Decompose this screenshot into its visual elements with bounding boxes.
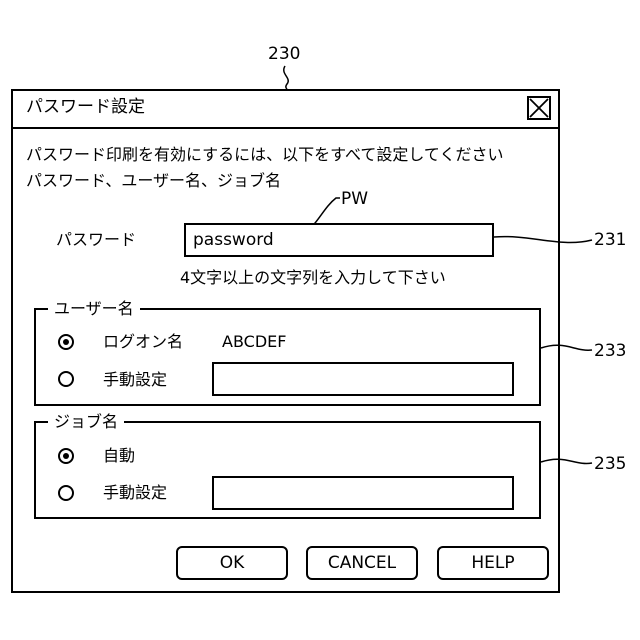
cancel-button[interactable]: CANCEL <box>306 546 418 580</box>
help-button[interactable]: HELP <box>437 546 549 580</box>
logon-name-label: ログオン名 <box>103 331 183 353</box>
password-hint: 4文字以上の文字列を入力して下さい <box>180 267 446 289</box>
ok-button[interactable]: OK <box>176 546 288 580</box>
password-input-value: password <box>193 229 274 251</box>
user-name-group-legend: ユーザー名 <box>48 298 140 320</box>
leader-line-230 <box>284 66 288 89</box>
close-button[interactable] <box>527 96 551 120</box>
ref-label-231: 231 <box>594 230 626 250</box>
ref-label-233: 233 <box>594 341 626 361</box>
job-name-group-legend: ジョブ名 <box>48 411 124 433</box>
title-bar-divider <box>11 127 560 129</box>
job-manual-radio[interactable] <box>58 485 74 501</box>
radio-selected-dot <box>63 339 69 345</box>
user-manual-radio[interactable] <box>58 371 74 387</box>
ref-label-230: 230 <box>268 44 300 64</box>
instruction-text: パスワード印刷を有効にするには、以下をすべて設定してください <box>26 144 503 166</box>
user-manual-input[interactable] <box>212 362 514 396</box>
logon-name-radio[interactable] <box>58 334 74 350</box>
close-icon <box>529 98 549 118</box>
job-manual-input[interactable] <box>212 476 514 510</box>
job-auto-radio[interactable] <box>58 448 74 464</box>
radio-selected-dot <box>63 453 69 459</box>
logon-name-value: ABCDEF <box>222 331 286 353</box>
user-manual-label: 手動設定 <box>103 369 167 391</box>
job-auto-label: 自動 <box>103 445 135 467</box>
dialog-title: パスワード設定 <box>26 96 145 118</box>
password-label: パスワード <box>56 229 136 251</box>
required-items-text: パスワード、ユーザー名、ジョブ名 <box>26 170 281 192</box>
ref-label-235: 235 <box>594 454 626 474</box>
job-manual-label: 手動設定 <box>103 482 167 504</box>
